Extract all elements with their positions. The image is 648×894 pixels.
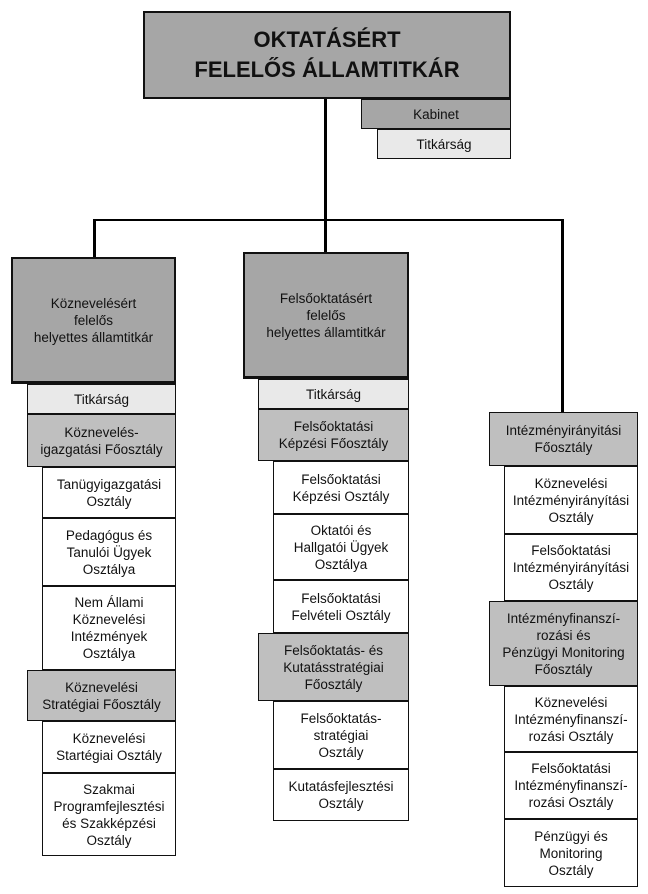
connector-top-vertical — [324, 98, 327, 252]
department-head-box[interactable]: Intézményirányitási Főosztály — [489, 412, 638, 466]
unit-box[interactable]: Nem Állami Köznevelési Intézmények Osztá… — [42, 586, 176, 670]
unit-box[interactable]: Kutatásfejlesztési Osztály — [273, 769, 409, 821]
unit-box[interactable]: Köznevelési Intézményfinanszí- rozási Os… — [504, 686, 638, 752]
unit-box[interactable]: Szakmai Programfejlesztési és Szakképzés… — [42, 773, 176, 856]
department-head-box[interactable]: Köznevelési Stratégiai Főosztály — [27, 670, 176, 721]
state-secretary-box[interactable]: OKTATÁSÉRT FELELŐS ÁLLAMTITKÁR — [143, 11, 511, 99]
connector-left-vertical — [93, 219, 96, 257]
department-head-box[interactable]: Felsőoktatás- és Kutatásstratégiai Főosz… — [258, 633, 409, 701]
deputy-public-education-box[interactable]: Köznevelésért felelős helyettes államtit… — [11, 257, 176, 384]
unit-box[interactable]: Köznevelési Startégiai Osztály — [42, 721, 176, 773]
connector-right-vertical — [561, 219, 564, 412]
unit-box[interactable]: Felsőoktatási Intézményirányítási Osztál… — [504, 534, 638, 601]
unit-box[interactable]: Felsőoktatás- stratégiai Osztály — [273, 701, 409, 769]
unit-box[interactable]: Pénzügyi és Monitoring Osztály — [504, 819, 638, 887]
deputy-higher-education-secretariat[interactable]: Titkárság — [258, 379, 409, 409]
unit-box[interactable]: Köznevelési Intézményirányítási Osztály — [504, 466, 638, 534]
unit-box[interactable]: Felsőoktatási Intézményfinanszí- rozási … — [504, 752, 638, 819]
secretariat-box[interactable]: Titkárság — [377, 129, 511, 159]
connector-horizontal — [94, 219, 564, 221]
department-head-box[interactable]: Intézményfinanszí- rozási és Pénzügyi Mo… — [489, 601, 638, 686]
cabinet-box[interactable]: Kabinet — [361, 99, 511, 129]
department-head-box[interactable]: Felsőoktatási Képzési Főosztály — [258, 409, 409, 461]
unit-box[interactable]: Pedagógus és Tanulói Ügyek Osztálya — [42, 518, 176, 586]
unit-box[interactable]: Tanügyigazgatási Osztály — [42, 467, 176, 518]
unit-box[interactable]: Felsőoktatási Képzési Osztály — [273, 461, 409, 514]
unit-box[interactable]: Oktatói és Hallgatói Ügyek Osztálya — [273, 514, 409, 580]
unit-box[interactable]: Felsőoktatási Felvételi Osztály — [273, 580, 409, 633]
department-head-box[interactable]: Köznevelés- igazgatási Főosztály — [27, 414, 176, 467]
deputy-higher-education-box[interactable]: Felsőoktatásért felelős helyettes államt… — [243, 252, 409, 379]
deputy-public-education-secretariat[interactable]: Titkárság — [27, 384, 176, 414]
